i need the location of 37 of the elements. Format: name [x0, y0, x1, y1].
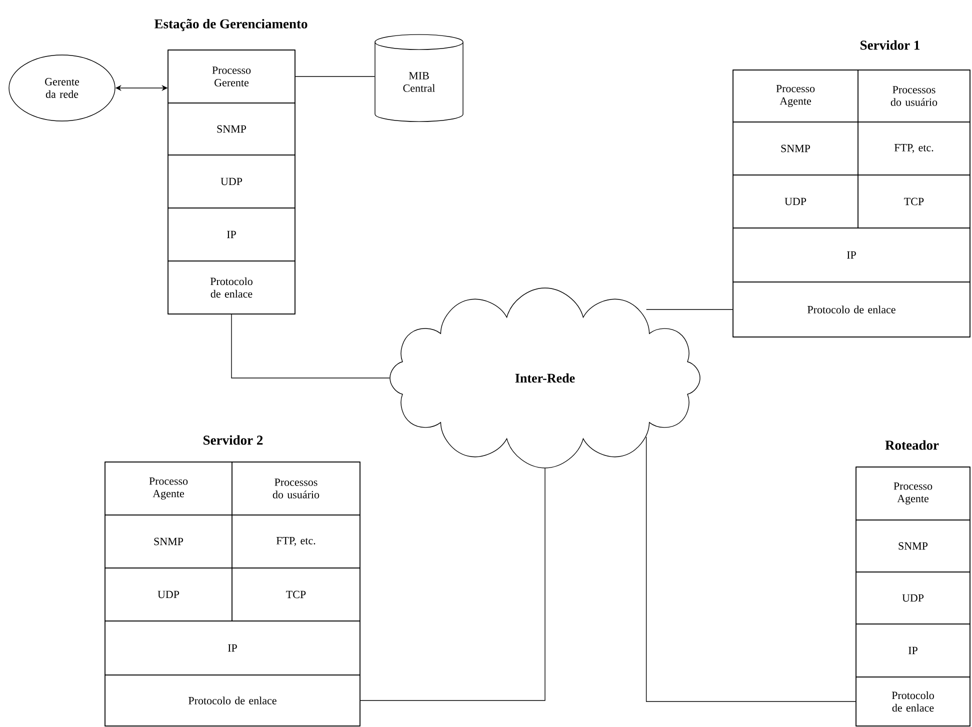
protocol-layer-box: SNMP [168, 102, 296, 156]
protocol-layer-box: IP [104, 620, 360, 676]
connector-line [646, 309, 733, 310]
protocol-layer-box: TCP [858, 174, 970, 228]
protocol-layer-box: UDP [856, 572, 970, 624]
protocol-layer-box: Processo Agente [732, 70, 858, 122]
protocol-layer-box: UDP [168, 154, 296, 208]
protocol-layer-box: UDP [732, 174, 858, 228]
protocol-layer-box: Protocolo de enlace [168, 260, 296, 314]
connector-line [295, 76, 375, 77]
protocol-layer-box: IP [168, 208, 296, 262]
connector-line [231, 314, 390, 378]
protocol-layer-box: Processo Agente [104, 462, 232, 516]
protocol-layer-box: SNMP [104, 514, 232, 568]
stack-title: Estação de Gerenciamento [154, 18, 308, 32]
protocol-layer-box: Processo Agente [856, 466, 970, 520]
network-cloud: Inter-Rede [390, 288, 700, 468]
protocol-layer-box: TCP [232, 568, 360, 622]
protocol-layer-box: Processos do usuário [232, 462, 360, 516]
protocol-layer-box: FTP, etc. [232, 514, 360, 568]
protocol-layer-box: Protocolo de enlace [104, 674, 360, 726]
stack-title: Servidor 2 [204, 435, 263, 445]
protocol-layer-box: Protocolo de enlace [732, 282, 970, 338]
stack-title: Servidor 1 [860, 40, 920, 50]
protocol-layer-box: Processo Gerente [168, 50, 296, 104]
protocol-layer-box: Protocolo de enlace [856, 676, 970, 726]
protocol-layer-box: IP [732, 228, 970, 282]
protocol-layer-box: SNMP [856, 520, 970, 572]
protocol-layer-box: FTP, etc. [858, 122, 970, 176]
protocol-layer-box: UDP [104, 568, 232, 622]
connector-line [646, 436, 856, 702]
stack-title: Roteador [885, 440, 939, 450]
protocol-layer-box: IP [856, 624, 970, 678]
connector-line [360, 468, 546, 701]
protocol-layer-box: SNMP [732, 122, 858, 176]
database-cylinder: MIB Central [374, 34, 464, 122]
protocol-layer-box: Processos do usuário [858, 70, 970, 122]
